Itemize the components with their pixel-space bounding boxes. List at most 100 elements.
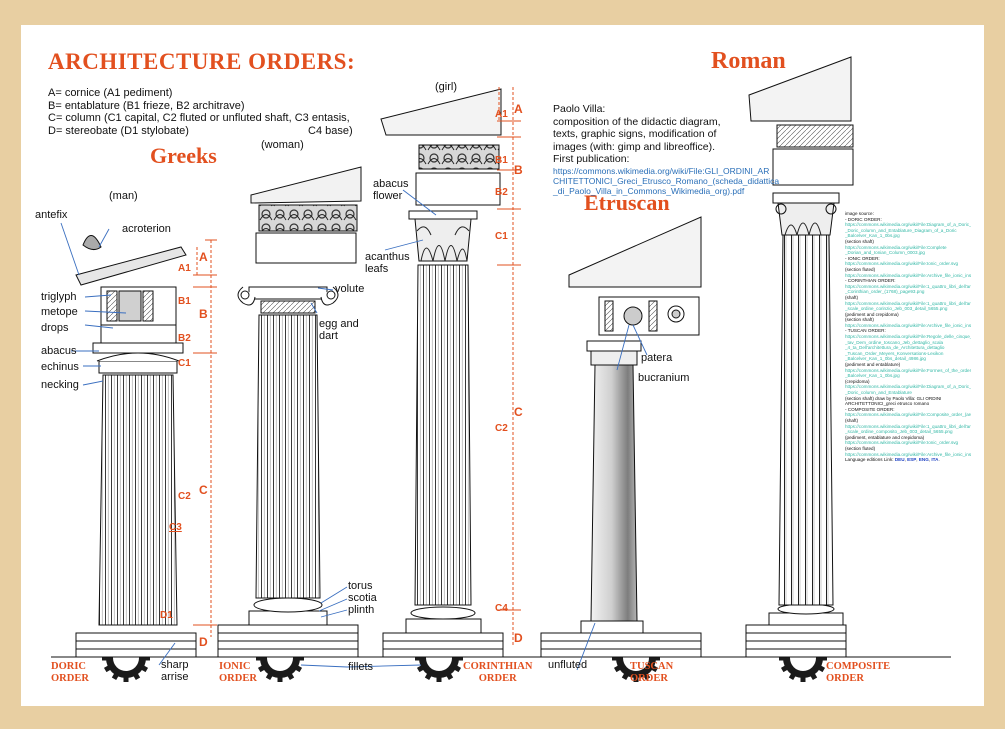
lang-link-ita[interactable]: ITA	[931, 457, 939, 463]
source-link[interactable]: https://commons.wikimedia.org/wiki/File:…	[845, 412, 971, 418]
label-acanthus: acanthus	[365, 251, 410, 263]
source-caption: (pediment and entablature)	[845, 362, 901, 368]
code-corinthian-c: C	[514, 405, 523, 419]
diagram-sheet: ARCHITECTURE ORDERS: A= cornice (A1 pedi…	[21, 25, 984, 706]
label-triglyph: triglyph	[41, 291, 77, 303]
corinthian-column-drawing	[380, 88, 504, 658]
source-link[interactable]: _tav_Dem_ordine_toscano_Jeb_dettaglio_sc…	[845, 339, 944, 345]
label-fillets: fillets	[348, 661, 374, 673]
figure-girl: (girl)	[435, 81, 457, 93]
source-caption: (crepidoma)	[845, 378, 870, 384]
source-caption: ARCHITETTONICI_greci etrusco romano	[845, 401, 930, 407]
doric-column-drawing	[75, 235, 197, 658]
lang-link-eng[interactable]: ENG	[918, 457, 929, 463]
heading-greeks: Greeks	[150, 143, 217, 168]
source-link[interactable]: https://commons.wikimedia.org/wiki/File:…	[845, 300, 971, 306]
source-caption: (section shaft)	[845, 238, 874, 244]
source-link[interactable]: https://commons.wikimedia.org/wiki/File:…	[845, 423, 971, 429]
source-caption: - TUSCAN ORDER:	[845, 328, 886, 334]
label-sharp: sharp	[161, 659, 189, 671]
label-volute: volute	[335, 283, 365, 295]
order-ionic-order: ORDER	[219, 673, 257, 684]
source-caption: (section shaft) draw by Paolo Villa: GLI…	[845, 395, 942, 401]
legend-line-c-continued: C4 base)	[308, 124, 353, 137]
label-leafs: leafs	[365, 263, 389, 275]
orders-illustration	[51, 56, 951, 682]
code-doric-a: A	[199, 250, 208, 264]
order-doric-order: ORDER	[51, 673, 89, 684]
order-composite: COMPOSITE ORDER	[826, 661, 890, 685]
composite-column-drawing	[745, 56, 854, 658]
language-prefix: Language editions Link:	[845, 457, 894, 463]
heading-roman: Roman	[711, 48, 786, 74]
code-corinthian-d: D	[514, 631, 523, 645]
lang-link-esp[interactable]: ESP	[907, 457, 917, 463]
code-corinthian-a: A	[514, 102, 523, 116]
order-doric: DORIC ORDER	[51, 661, 89, 685]
label-acanthus-leafs: acanthus leafs	[365, 251, 410, 275]
label-echinus: echinus	[41, 361, 79, 373]
source-link[interactable]: _Balcelver_Kan_1_0bs_detail_4986.jpg	[845, 356, 926, 362]
credit-block: Paolo Villa: composition of the didactic…	[553, 103, 721, 166]
tuscan-column-drawing	[540, 216, 702, 658]
image-sources: image source: - DORIC ORDER:https://comm…	[845, 211, 971, 463]
code-corinthian-b: B	[514, 163, 523, 177]
order-corinthian-word: CORINTHIAN	[463, 661, 533, 672]
label-arrise: arrise	[161, 671, 189, 683]
label-torus: torus	[348, 580, 373, 592]
code-doric-a1: A1	[178, 263, 191, 274]
source-link[interactable]: _scale_ordine_composito_Jeb_003_detail_5…	[845, 429, 953, 435]
order-doric-word: DORIC	[51, 661, 87, 672]
source-link[interactable]: _Tuscan_Order_Meyers_Konversations-Lexik…	[845, 350, 944, 356]
source-link[interactable]: https://commons.wikimedia.org/wiki/File:…	[845, 244, 947, 250]
publication-link-line[interactable]: CHITETTONICI_Greci_Etrusco_Romano_(sched…	[553, 176, 780, 186]
source-link[interactable]: _scale_ordine_corinzio_Jeb_003_detail_56…	[845, 306, 948, 312]
code-corinthian-b1: B1	[495, 155, 508, 166]
credit-line: Paolo Villa:	[553, 103, 606, 115]
source-link[interactable]: _Balcelver_Kan_1_0bs.jpg	[845, 373, 900, 379]
legend-line-a: A= cornice (A1 pediment)	[48, 87, 173, 99]
order-corinthian: CORINTHIAN ORDER	[463, 661, 532, 685]
publication-link[interactable]: https://commons.wikimedia.org/wiki/File:…	[553, 166, 779, 196]
code-corinthian-c4: C4	[495, 603, 508, 614]
source-link[interactable]: _Doric_column_and_Entablature_Diagram_of…	[845, 227, 957, 233]
label-scotia: scotia	[348, 592, 377, 604]
legend-line-d: D= stereobate (D1 stylobate)	[48, 124, 189, 137]
source-caption: (pediment and crepidoma)	[845, 311, 899, 317]
label-sharp-arrise: sharp arrise	[161, 659, 189, 683]
source-link[interactable]: https://commons.wikimedia.org/wiki/File:…	[845, 440, 959, 446]
source-link[interactable]: https://commons.wikimedia.org/wiki/File:…	[845, 384, 971, 390]
legend: A= cornice (A1 pediment) B= entablature …	[48, 87, 350, 137]
legend-line-c: C= column (C1 capital, C2 fluted or unfl…	[48, 112, 350, 124]
publication-link-line[interactable]: https://commons.wikimedia.org/wiki/File:…	[553, 166, 770, 176]
source-link[interactable]: _Doric_column_and_Entablature	[845, 390, 912, 395]
source-link[interactable]: https://commons.wikimedia.org/wiki/File:…	[845, 367, 971, 373]
credit-line: composition of the didactic diagram,	[553, 115, 721, 128]
code-corinthian-c2: C2	[495, 423, 508, 434]
source-link[interactable]: https://commons.wikimedia.org/wiki/File:…	[845, 334, 971, 340]
code-corinthian-a1: A1	[495, 109, 508, 120]
publication-link-line[interactable]: _di_Paolo_Villa_in_Commons_Wikimedia_org…	[553, 186, 745, 196]
label-abacus-word: abacus	[373, 178, 409, 190]
source-link[interactable]: _Balcelver_Kan_1_0bs.jpg	[845, 233, 900, 239]
order-composite-word: COMPOSITE	[826, 661, 891, 672]
code-doric-c: C	[199, 483, 208, 497]
credit-line: texts, graphic signs, modification of	[553, 128, 717, 140]
figure-woman: (woman)	[261, 139, 304, 151]
source-link[interactable]: https://commons.wikimedia.org/wiki/File:…	[845, 283, 971, 289]
source-link[interactable]: _Dorian_and_Ionian_Column_0003.jpg	[845, 250, 925, 256]
order-composite-order: ORDER	[826, 673, 864, 684]
source-caption: (section fluted)	[845, 445, 876, 451]
source-link[interactable]: https://commons.wikimedia.org/wiki/File:…	[845, 261, 959, 267]
source-link[interactable]: https://commons.wikimedia.org/wiki/File:…	[845, 222, 971, 228]
source-link[interactable]: _4_ta_Dell'architettura_de_Architettura_…	[845, 345, 945, 351]
order-tuscan: TUSCAN ORDER	[630, 661, 673, 685]
source-link[interactable]: https://commons.wikimedia.org/wiki/File:…	[845, 322, 971, 328]
heading-etruscan: Etruscan	[584, 190, 670, 215]
source-link[interactable]: https://commons.wikimedia.org/wiki/File:…	[845, 272, 971, 278]
order-tuscan-order: ORDER	[630, 673, 668, 684]
source-caption: (shaft)	[845, 294, 859, 300]
source-link[interactable]: _Corinthian_order_(1768)_page93.png	[845, 289, 925, 295]
source-link[interactable]: https://commons.wikimedia.org/wiki/File:…	[845, 451, 971, 457]
lang-link-deu[interactable]: DEU	[894, 457, 905, 463]
